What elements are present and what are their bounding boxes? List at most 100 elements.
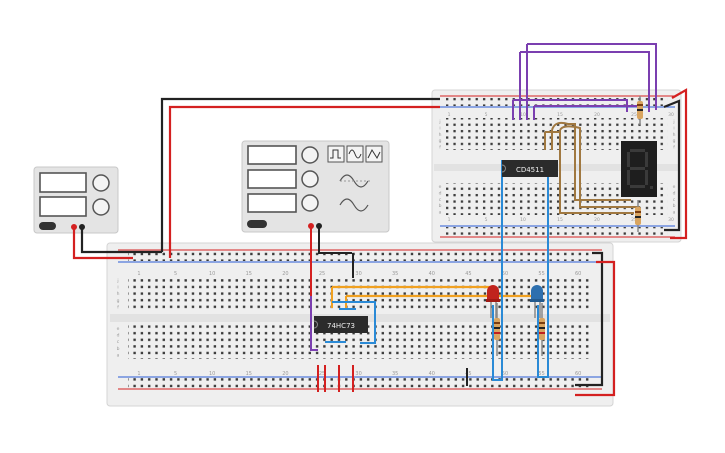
column-number: 45 bbox=[465, 271, 471, 277]
column-number: 45 bbox=[465, 371, 471, 377]
column-number: 1 bbox=[448, 217, 451, 223]
row-letter: h bbox=[117, 291, 120, 297]
row-letter: d bbox=[117, 333, 120, 339]
row-letter: c bbox=[117, 340, 120, 345]
row-letter: i bbox=[673, 125, 674, 131]
frequency-display bbox=[247, 145, 297, 165]
current-knob[interactable] bbox=[92, 198, 110, 216]
column-number: 10 bbox=[209, 371, 215, 377]
row-letter: d bbox=[439, 190, 442, 196]
row-letter: f bbox=[439, 145, 441, 151]
row-letter: f bbox=[673, 145, 675, 151]
column-number: 35 bbox=[392, 271, 398, 277]
row-letter: j bbox=[672, 119, 674, 125]
column-number: 50 bbox=[502, 271, 508, 277]
column-number: 55 bbox=[538, 371, 544, 377]
column-number: 15 bbox=[246, 371, 252, 377]
resistor-left bbox=[494, 303, 500, 356]
column-number: 30 bbox=[355, 271, 361, 277]
column-number: 25 bbox=[319, 271, 325, 277]
column-number: 15 bbox=[557, 217, 563, 223]
dc-power-supply[interactable] bbox=[33, 166, 119, 234]
function-generator[interactable] bbox=[241, 140, 390, 233]
column-number: 50 bbox=[502, 371, 508, 377]
column-number: 20 bbox=[594, 112, 600, 118]
row-letter: a bbox=[673, 211, 676, 216]
row-letter: e bbox=[439, 185, 442, 190]
column-number: 5 bbox=[485, 112, 488, 118]
row-letter: b bbox=[673, 203, 676, 209]
column-number: 40 bbox=[429, 371, 435, 377]
square-wave-icon[interactable] bbox=[327, 145, 345, 163]
column-number: 10 bbox=[520, 112, 526, 118]
ic-cd4511-label: CD4511 bbox=[516, 166, 544, 174]
row-letter: h bbox=[439, 132, 442, 138]
row-letter: a bbox=[117, 353, 120, 358]
current-display bbox=[39, 196, 87, 217]
seven-segment-display bbox=[621, 141, 657, 197]
column-number: 25 bbox=[631, 112, 637, 118]
row-letter: g bbox=[673, 139, 676, 144]
column-number: 30 bbox=[668, 112, 674, 118]
row-letter: a bbox=[439, 211, 442, 216]
column-number: 5 bbox=[174, 271, 177, 277]
power-switch[interactable] bbox=[39, 222, 56, 230]
offset-knob[interactable] bbox=[301, 194, 319, 212]
amplitude-knob[interactable] bbox=[301, 170, 319, 188]
column-number: 20 bbox=[282, 271, 288, 277]
column-number: 5 bbox=[485, 217, 488, 223]
blue-led[interactable] bbox=[530, 285, 544, 318]
frequency-knob[interactable] bbox=[301, 146, 319, 164]
ic-74hc73-label: 74HC73 bbox=[327, 322, 355, 330]
resistor-right bbox=[539, 303, 545, 356]
signal-wires bbox=[310, 43, 657, 381]
row-letter: h bbox=[673, 132, 676, 138]
voltage-knob[interactable] bbox=[92, 174, 110, 192]
row-letter: c bbox=[673, 198, 676, 203]
column-number: 15 bbox=[246, 271, 252, 277]
resistor-bottom bbox=[635, 200, 641, 232]
row-letter: b bbox=[117, 346, 120, 352]
column-number: 60 bbox=[575, 371, 581, 377]
column-number: 10 bbox=[520, 217, 526, 223]
row-letter: i bbox=[117, 285, 118, 291]
column-number: 25 bbox=[319, 371, 325, 377]
column-number: 25 bbox=[631, 217, 637, 223]
column-number: 10 bbox=[209, 271, 215, 277]
column-number: 40 bbox=[429, 271, 435, 277]
row-letter: i bbox=[439, 125, 440, 131]
row-letter: g bbox=[439, 139, 442, 144]
amplitude-display bbox=[247, 169, 297, 189]
row-letter: j bbox=[438, 119, 440, 125]
column-number: 5 bbox=[174, 371, 177, 377]
triangle-wave-icon[interactable] bbox=[365, 145, 383, 163]
column-number: 55 bbox=[538, 271, 544, 277]
row-letter: b bbox=[439, 203, 442, 209]
sine-wave-icon[interactable] bbox=[346, 145, 364, 163]
voltage-display bbox=[39, 172, 87, 193]
ic-74hc73[interactable]: 74HC73 bbox=[313, 316, 368, 333]
row-letter: f bbox=[117, 304, 119, 310]
resistor-top bbox=[637, 96, 643, 125]
column-number: 1 bbox=[448, 112, 451, 118]
red-led[interactable] bbox=[486, 285, 500, 318]
offset-display bbox=[247, 193, 297, 213]
row-letter: e bbox=[117, 327, 120, 332]
column-number: 1 bbox=[137, 271, 140, 277]
power-wires bbox=[72, 88, 688, 397]
column-number: 15 bbox=[557, 112, 563, 118]
ic-cd4511[interactable]: CD4511 bbox=[501, 160, 558, 177]
column-number: 20 bbox=[594, 217, 600, 223]
output-switch[interactable] bbox=[247, 220, 267, 228]
column-number: 60 bbox=[575, 271, 581, 277]
column-number: 30 bbox=[668, 217, 674, 223]
row-letter: e bbox=[673, 185, 676, 190]
offset-preview-icon bbox=[339, 198, 369, 212]
row-letter: c bbox=[439, 198, 442, 203]
